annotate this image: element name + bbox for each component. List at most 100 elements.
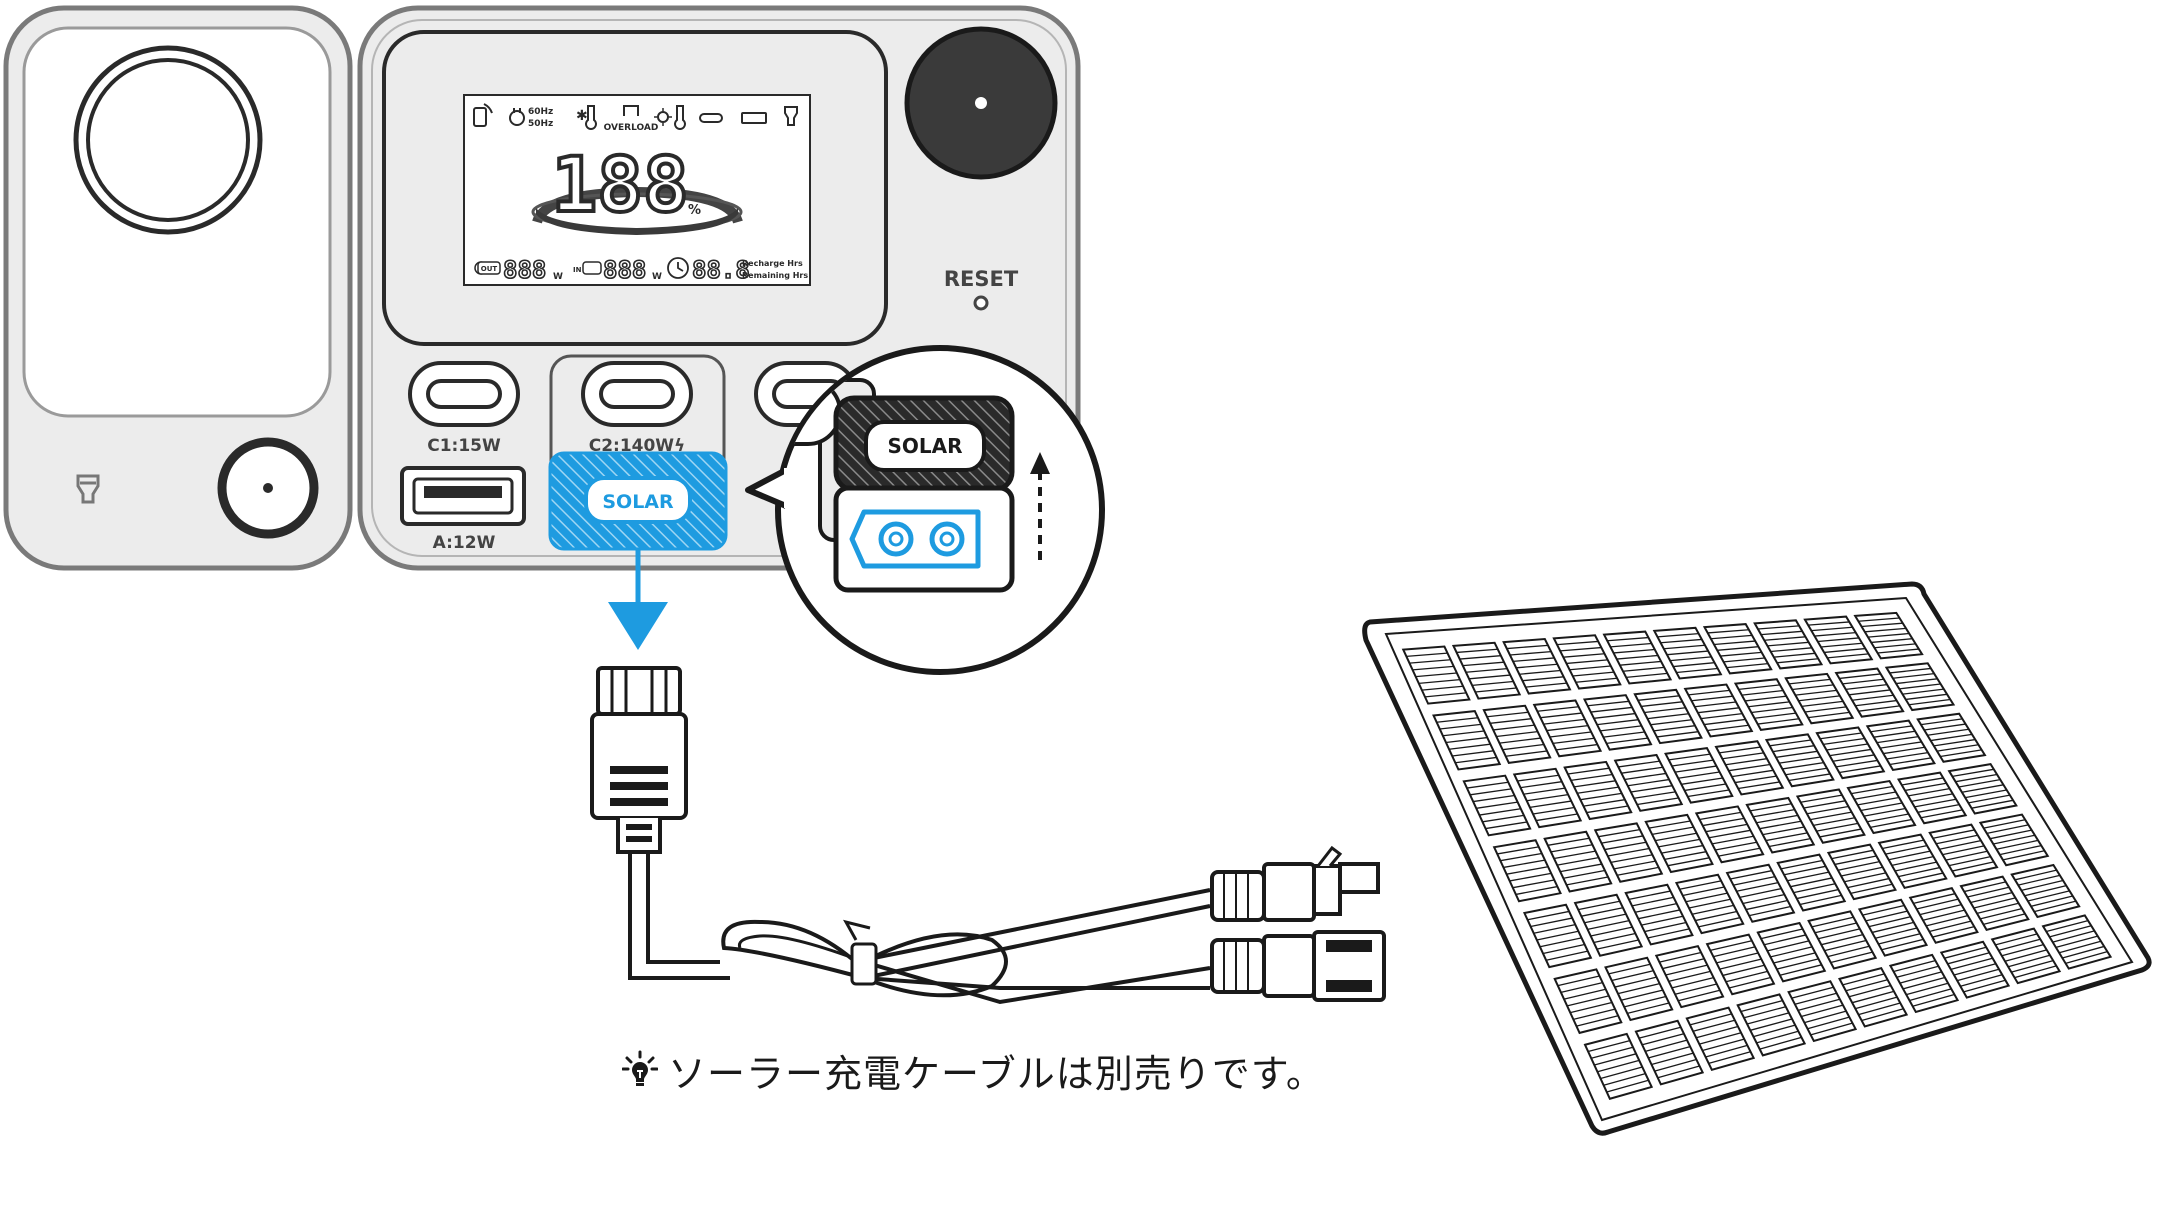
- solar-cell-line: [1901, 872, 1944, 883]
- solar-cell-line: [1621, 766, 1663, 774]
- solar-cell-line: [1613, 648, 1655, 654]
- solar-cell-line: [1906, 982, 1949, 996]
- solar-charging-cable: [590, 666, 1386, 1005]
- solar-cell-line: [1596, 939, 1639, 950]
- solar-cell-line: [1616, 654, 1658, 660]
- solar-cell-line: [1436, 717, 1478, 723]
- solar-cell-line: [1983, 913, 2026, 925]
- flashlight-icon: [76, 474, 100, 504]
- solar-cell-line: [1512, 879, 1555, 889]
- solar-cell-line: [1902, 976, 1946, 990]
- solar-cell-line: [1702, 1038, 1745, 1052]
- usb-c1-port[interactable]: [408, 361, 520, 427]
- main-power-button[interactable]: [904, 26, 1058, 180]
- solar-cell-line: [1980, 907, 2023, 920]
- solar-cell-line: [1496, 730, 1538, 738]
- solar-cell-line: [1871, 638, 1913, 644]
- solar-cell-line: [1791, 986, 1834, 999]
- usb-a-port[interactable]: [400, 466, 526, 526]
- solar-cell-line: [1973, 897, 2016, 909]
- solar-cell-line: [1834, 855, 1877, 866]
- solar-cell-line: [1814, 922, 1857, 934]
- solar-cell-line: [1871, 921, 1914, 934]
- solar-cell-line: [1607, 636, 1649, 642]
- note: ソーラー充電ケーブルは別売りです。: [622, 1040, 1325, 1100]
- solar-cell-line: [1783, 865, 1826, 876]
- solar-cell-line: [1459, 655, 1501, 660]
- solar-cell-line: [1814, 631, 1856, 637]
- solar-cell-line: [1572, 671, 1615, 677]
- solar-cell-line: [1759, 1036, 1802, 1050]
- solar-panel: [1362, 581, 2152, 1136]
- solar-cell-line: [1679, 880, 1722, 890]
- solar-cell-line: [1415, 672, 1457, 678]
- solar-cell-line: [1657, 1065, 1700, 1079]
- solar-cell-line: [1746, 1012, 1790, 1025]
- out-digits: 888: [503, 256, 546, 284]
- solar-cell-line: [1594, 1053, 1637, 1066]
- solar-cell-line: [1591, 1046, 1634, 1059]
- solar-input-port-highlighted[interactable]: SOLAR: [548, 451, 728, 551]
- solar-cell-line: [1644, 921, 1687, 933]
- solar-cell-line: [1983, 819, 2026, 829]
- solar-cell-line: [1801, 1004, 1844, 1018]
- solar-cell-line: [1713, 640, 1756, 646]
- solar-cell-line: [1743, 1006, 1786, 1019]
- solar-cell-line: [1532, 806, 1575, 815]
- solar-cell-line: [2034, 900, 2077, 913]
- solar-cell-line: [1657, 632, 1699, 638]
- solar-cell-line: [1986, 824, 2029, 835]
- solar-cell-line: [1569, 665, 1611, 671]
- solar-cell-line: [1659, 951, 1702, 963]
- solar-cell-line: [1725, 970, 1768, 983]
- solar-cell-line: [1803, 800, 1846, 809]
- side-power-button[interactable]: [217, 437, 319, 539]
- solar-cell-line: [1656, 731, 1699, 738]
- solar-cell-line: [1691, 695, 1733, 702]
- solar-cell-line: [1670, 656, 1712, 662]
- solar-cell-line: [1925, 915, 1968, 927]
- out-watt-unit: W: [553, 272, 563, 282]
- solar-cell-line: [1932, 926, 1975, 938]
- snowflake-icon: ✱: [576, 108, 588, 124]
- solar-cell-line: [1671, 977, 1714, 989]
- solar-cell-line: [1718, 847, 1761, 857]
- solar-cell-line: [1936, 744, 1979, 752]
- solar-cell-line: [1557, 975, 1600, 987]
- reset-pinhole[interactable]: [973, 295, 989, 311]
- solar-cell-line: [1793, 883, 1836, 894]
- solar-cell-line: [1841, 866, 1883, 877]
- solar-cell-line: [1497, 846, 1539, 855]
- solar-cell-line: [1596, 719, 1639, 726]
- solar-cell-line: [1445, 736, 1488, 744]
- solar-cell-line: [1877, 648, 1919, 654]
- solar-cell-line: [1617, 982, 1660, 995]
- solar-cell-line: [1600, 1066, 1643, 1080]
- solar-cell-line: [2024, 885, 2067, 897]
- solar-cell-line: [1970, 891, 2013, 904]
- solar-cell-line: [1860, 802, 1903, 812]
- solar-cell-line: [1692, 1019, 1735, 1032]
- solar-cell-line: [1865, 910, 1908, 922]
- solar-cell-line: [1886, 751, 1929, 760]
- solar-cell-line: [1848, 984, 1891, 998]
- solar-cell-line: [1788, 678, 1831, 685]
- solar-cell-line: [1587, 919, 1630, 931]
- solar-cell-line: [1792, 684, 1834, 691]
- solar-cell-line: [1704, 718, 1746, 726]
- solar-cell-line: [1870, 725, 1913, 733]
- solar-cell-line: [1852, 694, 1894, 701]
- solar-cell-line: [1967, 886, 2010, 898]
- solar-cell-line: [1573, 1008, 1616, 1021]
- solar-cell-line: [1880, 741, 1922, 749]
- solar-cell-line: [1654, 1058, 1697, 1072]
- solar-cell-line: [1728, 763, 1771, 772]
- solar-cell-line: [1736, 881, 1779, 892]
- solar-cell-line: [1911, 793, 1953, 803]
- in-tag: IN: [573, 266, 582, 274]
- solar-cell-line: [2065, 950, 2108, 964]
- solar-cell-line: [1989, 829, 2032, 840]
- solar-cell-line: [1468, 674, 1511, 680]
- solar-cell-line: [1888, 850, 1931, 861]
- usb-c2-port[interactable]: [581, 361, 693, 427]
